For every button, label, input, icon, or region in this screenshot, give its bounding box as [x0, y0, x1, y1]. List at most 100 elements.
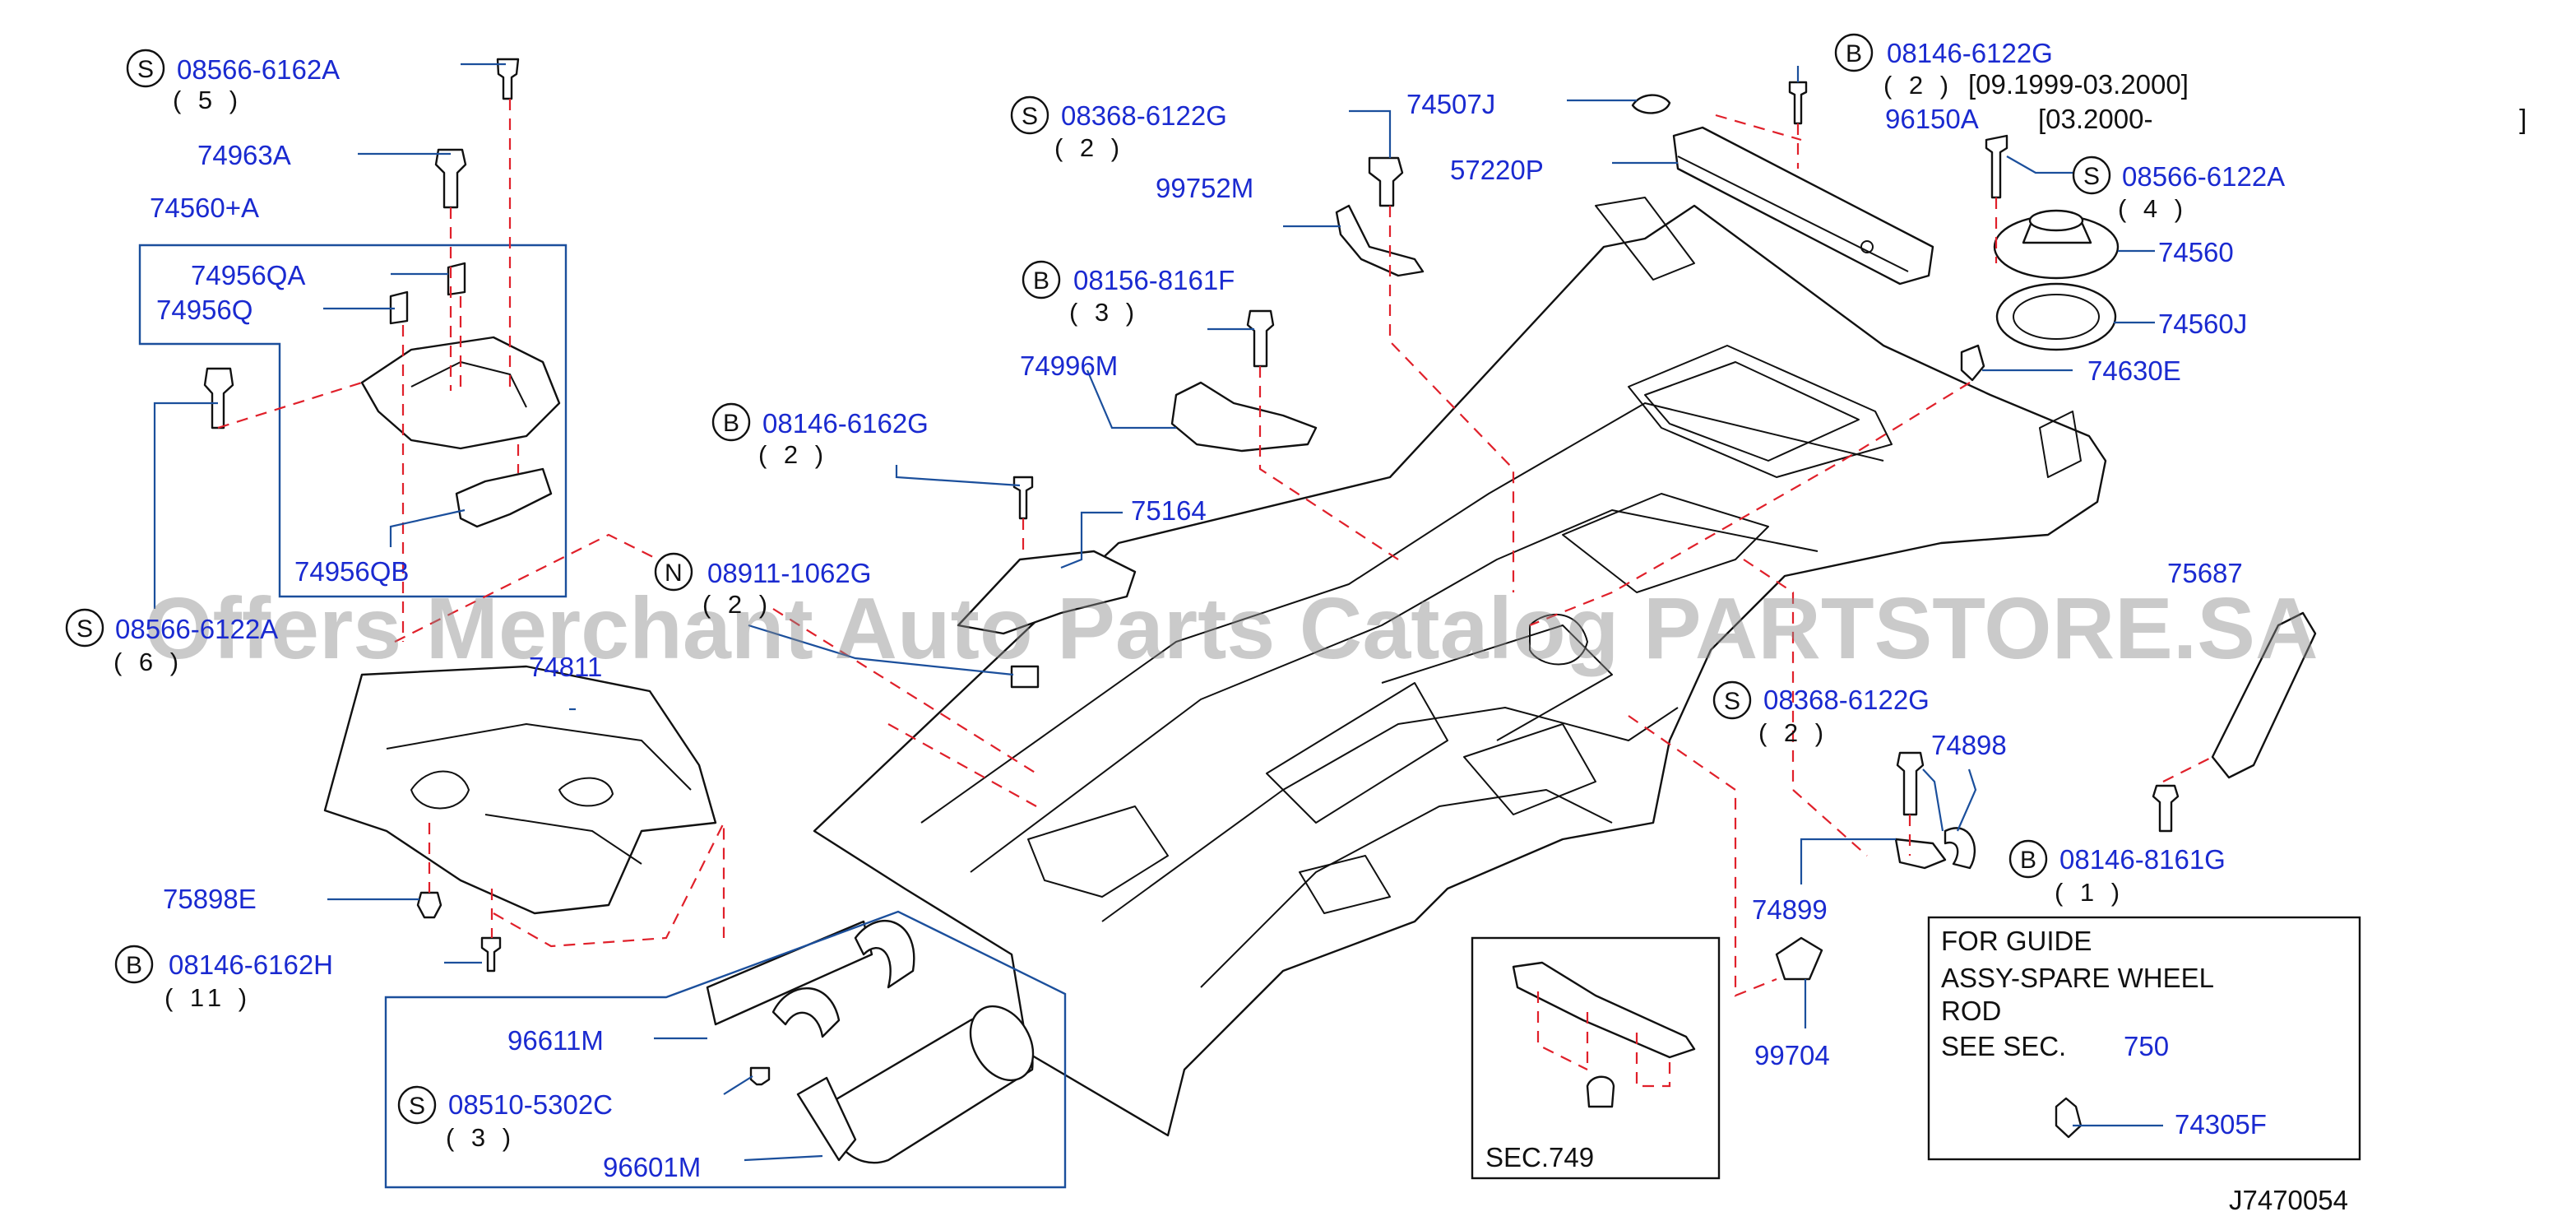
- part-number-08156-8161f[interactable]: 08156-8161F: [1073, 265, 1235, 295]
- clip-74899: [1894, 838, 1947, 870]
- part-number-74560a[interactable]: 74560+A: [150, 193, 259, 223]
- part-number-74811[interactable]: 74811: [529, 652, 602, 682]
- clip-75898e: [416, 891, 442, 919]
- part-number-74630e[interactable]: 74630E: [2087, 355, 2181, 386]
- quantity-label: ( 2 ): [1054, 133, 1124, 162]
- part-number-08368-6122g[interactable]: 08368-6122G: [1061, 100, 1227, 131]
- date-range-label: [03.2000-: [2038, 104, 2152, 134]
- part-number-08368-6122g-right[interactable]: 08368-6122G: [1763, 685, 1930, 715]
- quantity-label: ( 2 ): [702, 590, 772, 619]
- prefix-b: B: [126, 952, 142, 979]
- prefix-b: B: [1033, 267, 1049, 295]
- guide-note-box: [1927, 916, 2361, 1161]
- part-number-99704[interactable]: 99704: [1754, 1040, 1830, 1070]
- prefix-s: S: [2083, 163, 2100, 190]
- bolt-08368-6122g: [1368, 156, 1404, 207]
- quantity-label: ( 3 ): [1069, 298, 1139, 327]
- bracket-75164: [957, 550, 1137, 635]
- part-number-74305f[interactable]: 74305F: [2175, 1109, 2267, 1140]
- part-number-74956q[interactable]: 74956Q: [156, 295, 253, 325]
- prefix-s: S: [137, 56, 154, 83]
- date-range-label: [09.1999-03.2000]: [1968, 69, 2189, 100]
- bracket-99752m: [1335, 204, 1425, 277]
- part-number-08510-5302c[interactable]: 08510-5302C: [448, 1089, 613, 1120]
- bracket-75687: [2211, 611, 2317, 779]
- part-number-74507j[interactable]: 74507J: [1406, 89, 1495, 119]
- bolt-08156-8161f: [1246, 309, 1275, 368]
- prefix-b: B: [1846, 40, 1862, 67]
- mount-74560: [1993, 209, 2120, 280]
- bolt-08146-6162h: [480, 936, 502, 973]
- bolt-96150a: [1985, 134, 2008, 199]
- ring-74560j: [1995, 282, 2117, 351]
- prefix-s: S: [76, 615, 93, 643]
- guide-note-line: ASSY-SPARE WHEEL: [1941, 963, 2214, 993]
- part-number-57220p[interactable]: 57220P: [1450, 155, 1544, 185]
- date-range-close: ]: [2519, 104, 2527, 134]
- screw-08566-6162a: [496, 58, 520, 100]
- part-number-75687[interactable]: 75687: [2167, 558, 2243, 588]
- prefix-s: S: [409, 1093, 425, 1120]
- cover-74811: [323, 665, 717, 915]
- prefix-s: S: [1724, 688, 1740, 715]
- watermark-text: Offers Merchant Auto Parts Catalog PARTS…: [145, 580, 2319, 677]
- prefix-n: N: [665, 559, 683, 587]
- clip-74630e: [1960, 344, 1985, 382]
- cover-74560a: [360, 336, 561, 450]
- part-number-08566-6162a[interactable]: 08566-6162A: [177, 54, 340, 85]
- group-outline-96601m: [384, 910, 1067, 1189]
- part-number-96150a[interactable]: 96150A: [1885, 104, 1979, 134]
- part-number-96601m[interactable]: 96601M: [603, 1152, 701, 1182]
- part-number-08146-6162h[interactable]: 08146-6162H: [169, 949, 333, 980]
- part-number-74560j[interactable]: 74560J: [2158, 309, 2247, 339]
- part-number-08911-1062g[interactable]: 08911-1062G: [707, 558, 871, 588]
- clip-74305f: [2055, 1097, 2083, 1139]
- part-number-74898[interactable]: 74898: [1931, 730, 2007, 760]
- quantity-label: ( 6 ): [114, 648, 183, 676]
- clip-74898: [1944, 827, 1976, 870]
- sec-749-inset: [1471, 936, 1721, 1180]
- part-number-74560[interactable]: 74560: [2158, 237, 2234, 267]
- part-number-74956qb[interactable]: 74956QB: [294, 556, 409, 587]
- part-number-08566-6122a-left[interactable]: 08566-6122A: [115, 614, 278, 644]
- group-outline-74560a: [138, 244, 568, 598]
- bracket-74956qa: [447, 262, 466, 296]
- bracket-74956qb: [455, 467, 553, 528]
- part-number-75898e[interactable]: 75898E: [163, 884, 257, 914]
- bracket-74956q: [389, 290, 409, 325]
- part-number-74963a[interactable]: 74963A: [197, 140, 291, 170]
- guide-note-line: FOR GUIDE: [1941, 926, 2092, 956]
- bolt-08146-6162g: [1012, 476, 1034, 520]
- bolt-08146-8161g: [2152, 784, 2180, 833]
- bolt-08368-6122g-right: [1896, 751, 1925, 816]
- part-number-74899[interactable]: 74899: [1752, 894, 1828, 925]
- part-number-96611m[interactable]: 96611M: [507, 1025, 604, 1056]
- part-number-74956qa[interactable]: 74956QA: [191, 260, 305, 290]
- bolt-08146-6122g: [1788, 81, 1808, 125]
- part-number-08566-6122a[interactable]: 08566-6122A: [2122, 161, 2285, 192]
- clip-99704: [1775, 936, 1823, 981]
- nut-08911-1062g: [1010, 665, 1040, 689]
- guide-note-line: SEE SEC.: [1941, 1031, 2066, 1061]
- canister-96601m: [796, 1005, 1035, 1164]
- quantity-label: ( 5 ): [173, 86, 243, 114]
- prefix-b: B: [2020, 847, 2036, 874]
- clip-08510-5302c: [749, 1066, 771, 1086]
- sec-749-label: SEC.749: [1485, 1142, 1594, 1172]
- grommet-74507j: [1631, 94, 1671, 114]
- bolt-74963a: [434, 148, 467, 209]
- guide-note-line: ROD: [1941, 996, 2001, 1026]
- part-number-08146-6122g[interactable]: 08146-6122G: [1887, 38, 2053, 68]
- floor-pan-illustration: [813, 197, 2107, 1137]
- sec-750-link[interactable]: 750: [2124, 1031, 2169, 1061]
- part-number-75164[interactable]: 75164: [1131, 495, 1207, 526]
- part-number-99752m[interactable]: 99752M: [1156, 173, 1253, 203]
- part-number-08146-6162g[interactable]: 08146-6162G: [762, 408, 929, 439]
- part-number-74996m[interactable]: 74996M: [1020, 351, 1118, 381]
- prefix-circles: [65, 33, 2111, 1125]
- part-number-08146-8161g[interactable]: 08146-8161G: [2059, 844, 2226, 875]
- quantity-label: ( 2 ): [1883, 71, 1953, 100]
- bracket-74996m: [1170, 381, 1318, 453]
- quantity-label: ( 1 ): [2055, 878, 2124, 907]
